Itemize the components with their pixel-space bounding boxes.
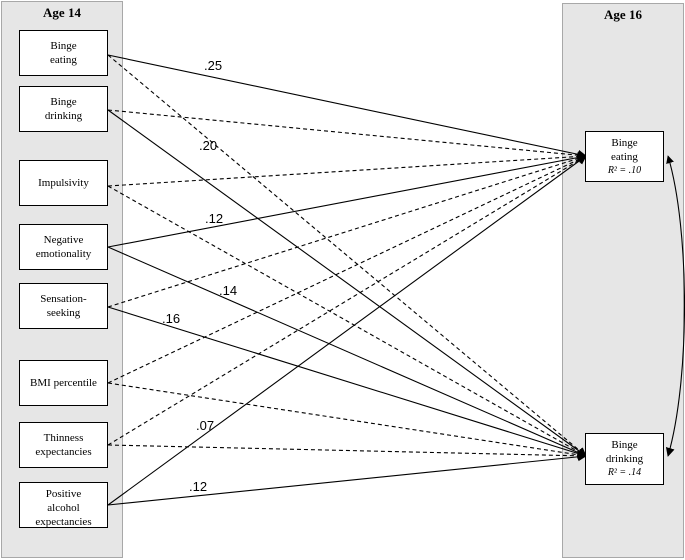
- outcome-binge-eating-16-label-line: Binge: [611, 136, 638, 149]
- predictor-positive-alcohol-expectancies-label-line: expectancies: [35, 516, 92, 528]
- predictor-binge-drinking-14: Binge drinking: [19, 86, 108, 132]
- path-binge-drinking-14-to-binge-eating-16: [107, 109, 587, 160]
- predictor-thinness-expectancies: Thinness expectancies: [19, 422, 108, 468]
- path-positive-alcohol-expectancies-to-binge-eating-16: [107, 155, 587, 506]
- predictor-negative-emotionality-label-line: Negative: [43, 234, 84, 246]
- predictor-binge-drinking-14-label-line: Binge: [50, 96, 77, 108]
- predictor-thinness-expectancies-label-line: expectancies: [35, 446, 92, 458]
- path-negative-emotionality-to-binge-drinking-16: [107, 246, 587, 457]
- coefficient-label: .12: [189, 479, 208, 494]
- predictor-positive-alcohol-expectancies: Positive alcohol expectancies: [19, 482, 108, 528]
- path-binge-eating-14-to-binge-eating-16: [107, 54, 587, 159]
- coefficient-label: .16: [162, 311, 181, 326]
- outcome-binge-eating-16-label-line: eating: [611, 150, 638, 163]
- outcome-binge-drinking-16-label-line: Binge: [611, 439, 638, 451]
- predictor-negative-emotionality-label-line: emotionality: [35, 248, 92, 260]
- path-sensation-seeking-to-binge-eating-16: [107, 154, 587, 308]
- coefficient-label: .20: [199, 138, 218, 153]
- coefficient-label: .12: [205, 211, 224, 226]
- age-14-title: Age 14: [43, 5, 81, 20]
- outcome-binge-eating-16-r-squared: R² = .10: [607, 164, 642, 176]
- predictor-impulsivity-label-line: Impulsivity: [38, 177, 89, 189]
- predictor-sensation-seeking: Sensation-seeking: [19, 283, 108, 329]
- path-negative-emotionality-to-binge-eating-16: [107, 153, 587, 248]
- path-bmi-percentile-to-binge-eating-16: [107, 155, 587, 384]
- path-sensation-seeking-to-binge-drinking-16: [107, 306, 587, 458]
- predictor-thinness-expectancies-label-line: Thinness: [43, 432, 84, 444]
- outcome-binge-drinking-16: Binge drinking R² = .14: [585, 433, 664, 485]
- predictor-negative-emotionality: Negative emotionality: [19, 224, 108, 270]
- path-thinness-expectancies-to-binge-drinking-16: [107, 444, 587, 461]
- path-positive-alcohol-expectancies-to-binge-drinking-16: [107, 452, 587, 506]
- predictor-binge-eating-14-label-line: Binge: [50, 40, 77, 52]
- path-thinness-expectancies-to-binge-eating-16: [107, 155, 587, 446]
- outcome-binge-drinking-16-label-line: drinking: [605, 453, 644, 465]
- predictor-bmi-percentile-label-line: BMI percentile: [30, 377, 97, 389]
- path-binge-drinking-14-to-binge-drinking-16: [107, 109, 587, 457]
- predictor-sensation-seeking-label-line: Sensation-: [40, 293, 87, 305]
- path-binge-eating-14-to-binge-drinking-16: [107, 54, 587, 457]
- path-bmi-percentile-to-binge-drinking-16: [107, 382, 587, 460]
- predictor-positive-alcohol-expectancies-label-line: Positive: [45, 488, 82, 500]
- predictor-bmi-percentile: BMI percentile: [19, 360, 108, 406]
- predictor-binge-eating-14-label-line: eating: [50, 54, 77, 66]
- outcome-correlation-curve: [665, 155, 685, 457]
- outcome-binge-drinking-16-r-squared: R² = .14: [607, 467, 642, 478]
- coefficient-label: .14: [219, 283, 238, 298]
- predictor-binge-eating-14: Binge eating: [19, 30, 108, 76]
- predictor-sensation-seeking-label-line: seeking: [46, 307, 81, 319]
- coefficient-label: .25: [204, 58, 223, 73]
- age-16-title: Age 16: [604, 7, 642, 22]
- path-impulsivity-to-binge-eating-16: [107, 152, 587, 187]
- coefficient-label: .07: [196, 418, 215, 433]
- predictor-impulsivity: Impulsivity: [19, 160, 108, 206]
- predictor-positive-alcohol-expectancies-label-line: alcohol: [47, 502, 80, 514]
- predictor-binge-drinking-14-label-line: drinking: [44, 110, 83, 122]
- path-impulsivity-to-binge-drinking-16: [107, 185, 587, 457]
